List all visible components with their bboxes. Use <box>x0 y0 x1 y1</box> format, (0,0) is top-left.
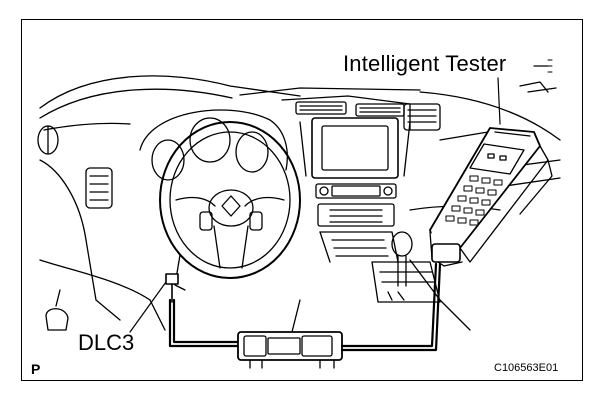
tester-leader-line <box>497 77 501 125</box>
dlc3-label: DLC3 <box>78 330 135 355</box>
intelligent-tester-device <box>429 127 553 267</box>
pedal <box>45 289 69 331</box>
left-vent <box>85 167 113 209</box>
steering-wheel <box>159 121 301 291</box>
label-marker <box>547 59 553 73</box>
leader-lines <box>129 65 549 333</box>
shift-lever <box>371 231 441 303</box>
intelligent-tester-label: Intelligent Tester <box>343 51 507 76</box>
center-console <box>281 95 411 263</box>
figure-code-label: C106563E01 <box>494 362 559 374</box>
tester-cable <box>340 262 442 352</box>
door-vent <box>37 125 59 155</box>
cable-adapter-module <box>237 331 343 369</box>
view-marker-label: P <box>31 361 41 377</box>
connector-cable <box>168 298 240 348</box>
instrument-cluster <box>139 109 288 181</box>
tester-keypad <box>445 175 503 226</box>
dlc3-leader-line <box>129 281 167 333</box>
dlc3-connector <box>165 273 179 303</box>
